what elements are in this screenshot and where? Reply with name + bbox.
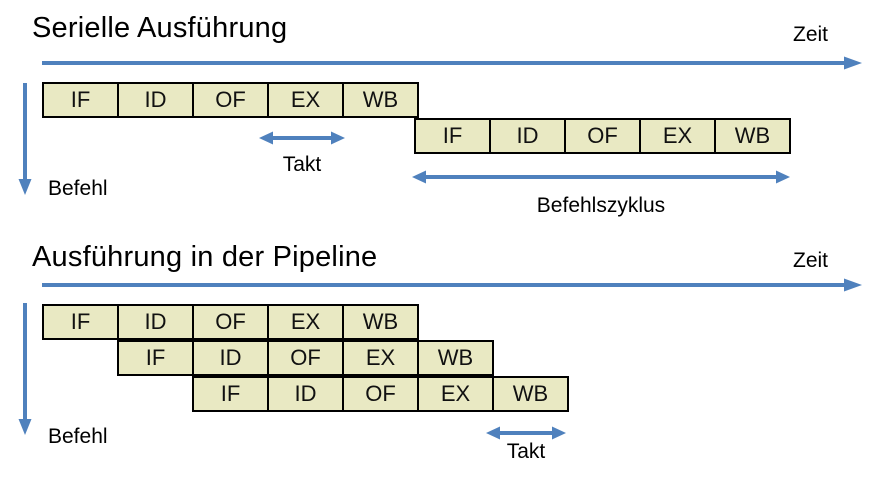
serial-instruction-axis-arrow-icon — [18, 83, 32, 195]
stage-cell-ex: EX — [344, 342, 419, 374]
stage-cell-wb: WB — [512, 381, 549, 406]
stage-cell-ex: EX — [269, 306, 344, 338]
serial-instruction2-row: IF ID OF EX WB — [414, 118, 791, 154]
serial-befehlszyklus-label: Befehlszyklus — [536, 194, 666, 217]
stage-cell-id: ID — [119, 306, 194, 338]
stage-cell-wb: WB — [362, 309, 399, 334]
serial-section-title: Serielle Ausführung — [32, 12, 288, 44]
pipeline-time-axis-label: Zeit — [793, 249, 829, 272]
pipeline-section-title: Ausführung in der Pipeline — [32, 241, 378, 273]
stage-cell-ex: EX — [641, 120, 716, 152]
serial-time-axis-label: Zeit — [793, 23, 829, 46]
stage-cell-of: OF — [269, 342, 344, 374]
serial-instruction-axis-label: Befehl — [48, 177, 108, 200]
serial-time-axis-arrow-icon — [42, 56, 862, 70]
stage-cell-ex: EX — [269, 84, 344, 116]
stage-cell-id: ID — [269, 378, 344, 410]
stage-cell-if: IF — [416, 120, 491, 152]
serial-instruction1-row: IF ID OF EX WB — [42, 82, 419, 118]
stage-cell-wb: WB — [734, 123, 771, 148]
pipeline-instruction1-row: IF ID OF EX WB — [42, 304, 419, 340]
pipeline-instruction-axis-label: Befehl — [48, 425, 108, 448]
stage-cell-if: IF — [119, 342, 194, 374]
stage-cell-if: IF — [194, 378, 269, 410]
stage-cell-if: IF — [44, 306, 119, 338]
stage-cell-of: OF — [194, 84, 269, 116]
stage-cell-wb: WB — [437, 345, 474, 370]
stage-cell-if: IF — [44, 84, 119, 116]
stage-cell-ex: EX — [419, 378, 494, 410]
stage-cell-id: ID — [194, 342, 269, 374]
serial-befehlszyklus-range-arrow-icon — [412, 170, 790, 184]
pipeline-takt-range-arrow-icon — [486, 426, 566, 440]
pipeline-takt-label: Takt — [506, 440, 546, 463]
stage-cell-of: OF — [194, 306, 269, 338]
stage-cell-id: ID — [491, 120, 566, 152]
pipeline-time-axis-arrow-icon — [42, 278, 862, 292]
stage-cell-of: OF — [344, 378, 419, 410]
stage-cell-of: OF — [566, 120, 641, 152]
pipeline-instruction2-row: IF ID OF EX WB — [117, 340, 494, 376]
serial-takt-label: Takt — [282, 153, 322, 176]
stage-cell-wb: WB — [362, 87, 399, 112]
pipeline-instruction3-row: IF ID OF EX WB — [192, 376, 569, 412]
stage-cell-id: ID — [119, 84, 194, 116]
pipeline-instruction-axis-arrow-icon — [18, 303, 32, 435]
serial-takt-range-arrow-icon — [259, 131, 345, 145]
